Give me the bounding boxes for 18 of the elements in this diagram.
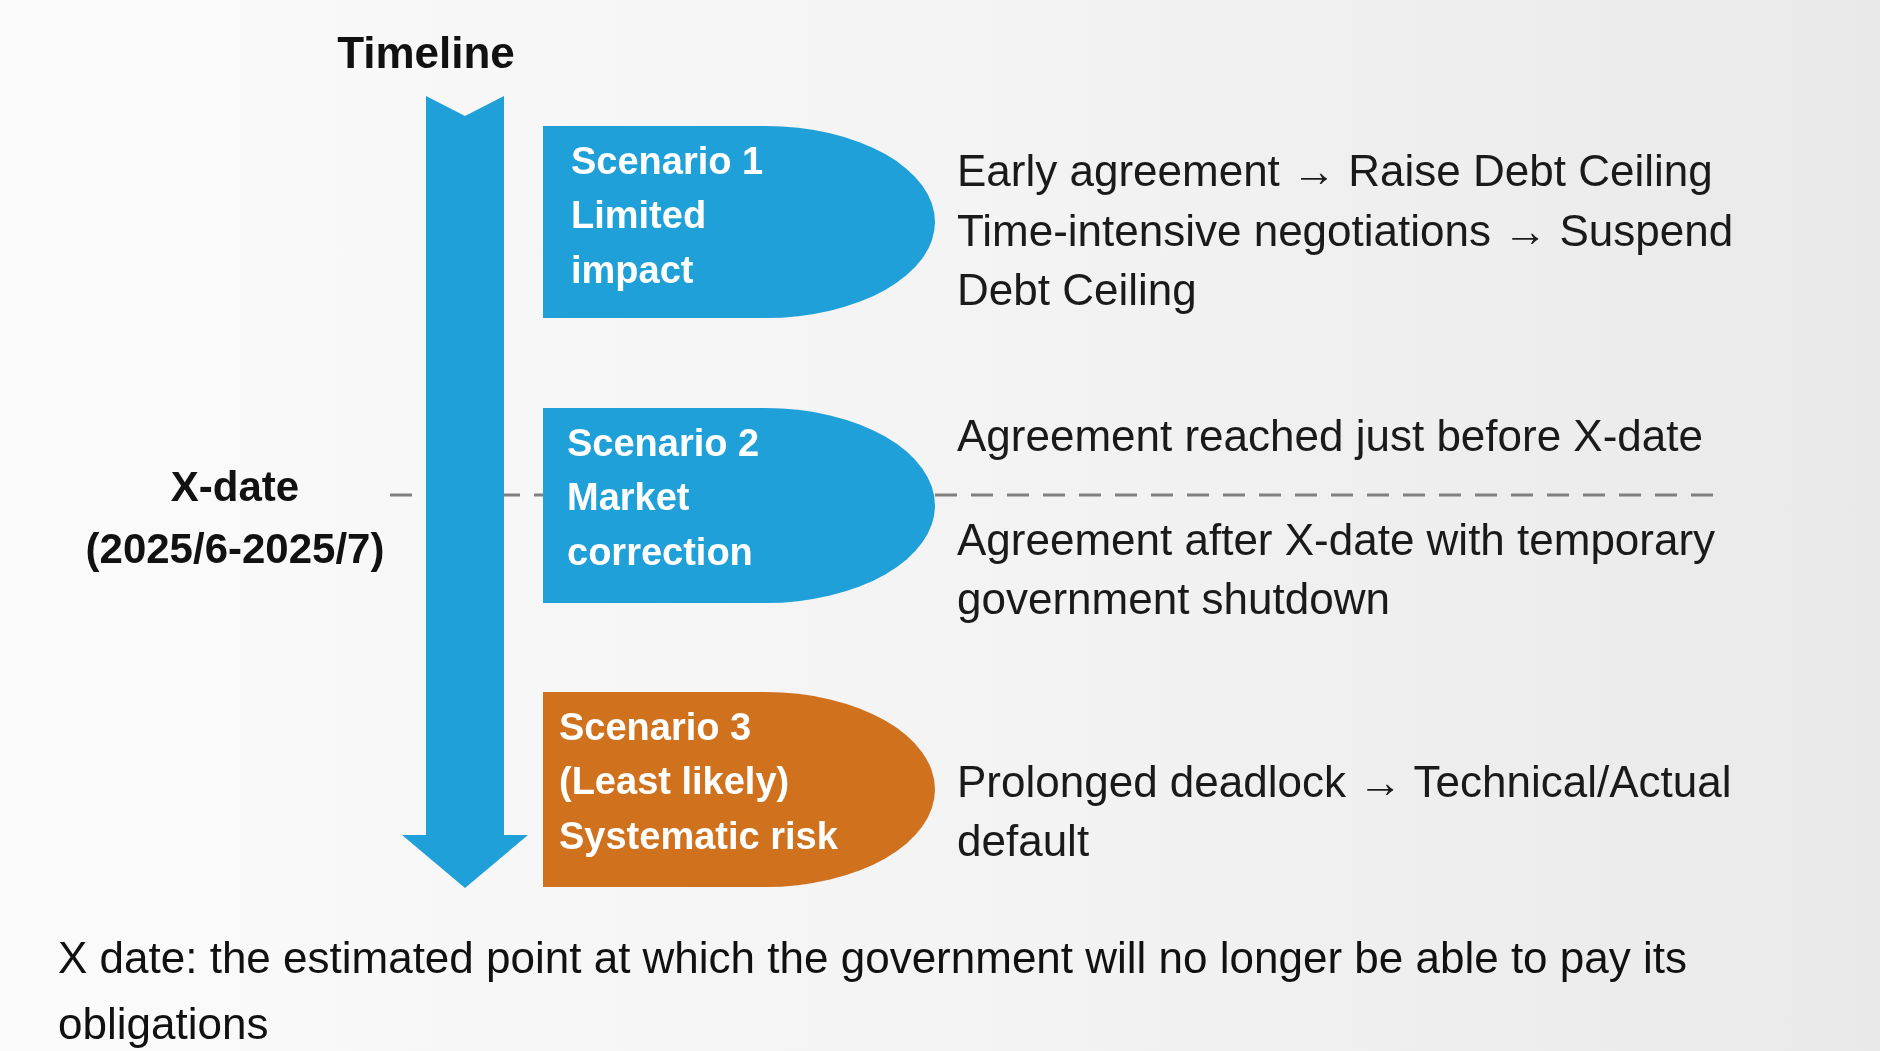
scenario-description: (Least likely) Systematic risk bbox=[559, 759, 839, 859]
x-date-label: (2025/6-2025/7) bbox=[84, 524, 386, 574]
scenario-shape bbox=[543, 126, 935, 318]
scenario-shape bbox=[543, 408, 935, 603]
timeline-title: Timeline bbox=[336, 28, 516, 78]
outcome-text: Agreement after X-date with temporary government shutdown bbox=[957, 514, 1717, 625]
outcome-text: Agreement reached just before X-date bbox=[957, 410, 1704, 462]
scenario-title: Scenario 1 bbox=[571, 139, 765, 184]
outcome-text: Prolonged deadlock → Technical/Actual default bbox=[957, 756, 1733, 867]
scenario-description: Market correction bbox=[567, 475, 754, 575]
scenario-shape bbox=[543, 692, 935, 887]
footnote: X date: the estimated point at which the government will no longer be able to pay its obligations bbox=[58, 932, 1688, 1050]
outcome-text: Time-intensive negotiations → Suspend Debt Ceiling bbox=[957, 205, 1735, 316]
scenario-title: Scenario 3 bbox=[559, 705, 753, 750]
x-date-label: X-date bbox=[169, 462, 301, 512]
scenario-description: Limited impact bbox=[571, 193, 708, 293]
outcome-text: Early agreement → Raise Debt Ceiling bbox=[957, 145, 1714, 197]
scenario-title: Scenario 2 bbox=[567, 421, 761, 466]
